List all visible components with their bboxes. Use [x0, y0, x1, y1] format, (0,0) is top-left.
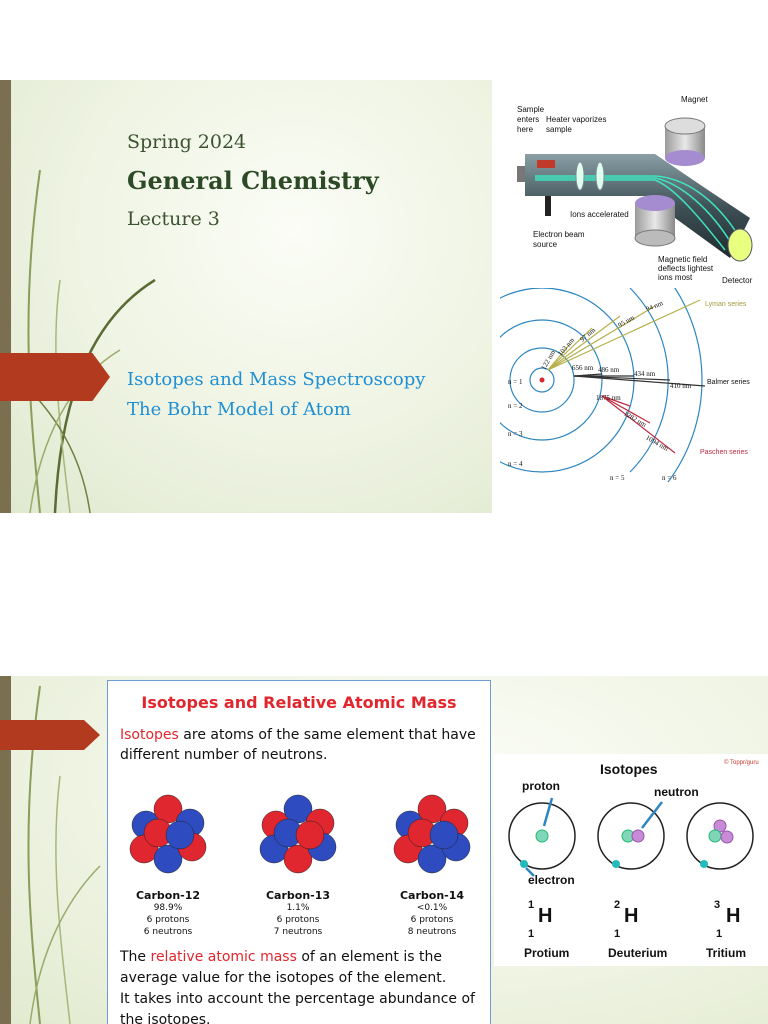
isotope-neutrons: 7 neutrons [273, 927, 323, 937]
isotope-protons: 6 protons [410, 915, 454, 925]
isotope-name: Carbon-12 [135, 889, 201, 902]
bohr-model-diagram: n = 1 n = 2 n = 3 n = 4 n = 5 n = 6 Lyma… [500, 288, 750, 483]
label-94nm: 94 nm [645, 299, 665, 313]
isotope-abundance: <0.1% [416, 903, 448, 913]
label-beam-1: Electron beam [533, 230, 585, 239]
atomic-number-1: 1 [528, 928, 534, 940]
label-field-1: Magnetic field [658, 255, 707, 264]
figure-title: Isotopes [600, 761, 658, 777]
term-label: Spring 2024 [127, 131, 247, 153]
label-field-3: ions most [658, 273, 693, 282]
mass-number-2: 2 [614, 899, 620, 911]
mass-spectrometer-diagram: Magnet Sample enters here Heater vaporiz… [517, 95, 753, 285]
label-lyman: Lyman series [705, 301, 747, 308]
symbol-deuterium: H [624, 905, 638, 927]
label-balmer: Balmer series [707, 379, 750, 386]
isotope-name: Carbon-13 [265, 889, 331, 902]
symbol-protium: H [538, 905, 552, 927]
term-relative-atomic-mass: relative atomic mass [150, 949, 297, 965]
course-title: General Chemistry [127, 166, 379, 195]
atomic-number-3: 1 [716, 928, 722, 940]
label-n5: n = 5 [610, 474, 625, 482]
label-1282nm: 1282 nm [622, 410, 648, 430]
label-n6: n = 6 [662, 474, 677, 482]
figure-credit: © Toppr/guru [724, 759, 759, 766]
label-n4: n = 4 [508, 460, 523, 468]
lecture-label: Lecture 3 [127, 208, 220, 230]
label-ions-accelerated: Ions accelerated [570, 210, 629, 219]
term-isotopes: Isotopes [120, 727, 179, 743]
slide-left-bar [0, 676, 11, 1024]
isotope-protons: 6 protons [276, 915, 320, 925]
avg-rest: of an element is the average value for t… [120, 949, 447, 986]
label-sample-2: enters [517, 115, 539, 124]
isotope-protons: 6 protons [146, 915, 190, 925]
name-protium: Protium [524, 946, 569, 960]
section-arrow [0, 353, 110, 401]
label-heater-1: Heater vaporizes [546, 115, 606, 124]
carbon-13-nucleus [259, 794, 337, 874]
label-heater-2: sample [546, 125, 572, 134]
topic-isotopes: Isotopes and Mass Spectroscopy [127, 369, 426, 390]
label-1875nm: 1875 nm [596, 394, 621, 402]
isotopes-panel: Isotopes and Relative Atomic Mass Isotop… [107, 680, 491, 1024]
label-n1: n = 1 [508, 378, 523, 386]
atomic-number-2: 1 [614, 928, 620, 940]
name-deuterium: Deuterium [608, 946, 667, 960]
section-arrow [0, 720, 100, 750]
label-486nm: 486 nm [598, 366, 620, 374]
isotope-abundance: 98.9% [153, 903, 183, 913]
label-beam-2: source [533, 240, 558, 249]
isotopes-slide: Isotopes and Relative Atomic Mass Isotop… [0, 676, 768, 1024]
slide-left-bar [0, 80, 11, 513]
label-410nm: 410 nm [670, 382, 692, 390]
definition-text: are atoms of the same element that have … [120, 727, 476, 763]
label-sample-3: here [517, 125, 534, 134]
carbon-12-nucleus [129, 794, 207, 874]
isotope-neutrons: 6 neutrons [143, 927, 193, 937]
avg-pre: The [120, 949, 151, 965]
label-field-2: deflects lightest [658, 264, 714, 273]
isotope-name: Carbon-14 [399, 889, 465, 902]
name-tritium: Tritium [706, 946, 746, 960]
label-paschen: Paschen series [700, 449, 748, 456]
label-122nm: 122 nm [540, 348, 558, 371]
label-656nm: 656 nm [572, 364, 594, 372]
label-magnet: Magnet [681, 95, 708, 104]
mass-number-3: 3 [714, 899, 720, 911]
relative-mass-text: The relative atomic mass of an element i… [120, 947, 486, 1024]
panel-title: Isotopes and Relative Atomic Mass [141, 693, 457, 712]
isotope-abundance: 1.1% [286, 903, 310, 913]
avg-line2: It takes into account the percentage abu… [120, 991, 475, 1024]
label-n3: n = 3 [508, 430, 523, 438]
hydrogen-isotopes-figure: Isotopes © Toppr/guru proton neutron ele… [494, 754, 768, 966]
label-detector: Detector [722, 276, 753, 285]
label-neutron: neutron [654, 785, 699, 799]
label-434nm: 434 nm [634, 370, 656, 378]
topic-bohr: The Bohr Model of Atom [127, 399, 351, 420]
mass-number-1: 1 [528, 899, 534, 911]
title-slide: Spring 2024 General Chemistry Lecture 3 … [0, 80, 492, 513]
label-electron: electron [528, 873, 575, 887]
symbol-tritium: H [726, 905, 740, 927]
isotope-neutrons: 8 neutrons [407, 927, 457, 937]
isotope-definition: Isotopes are atoms of the same element t… [120, 725, 482, 765]
label-n2: n = 2 [508, 402, 523, 410]
label-proton: proton [522, 779, 560, 793]
carbon-14-nucleus [393, 794, 471, 874]
label-sample-1: Sample [517, 105, 545, 114]
